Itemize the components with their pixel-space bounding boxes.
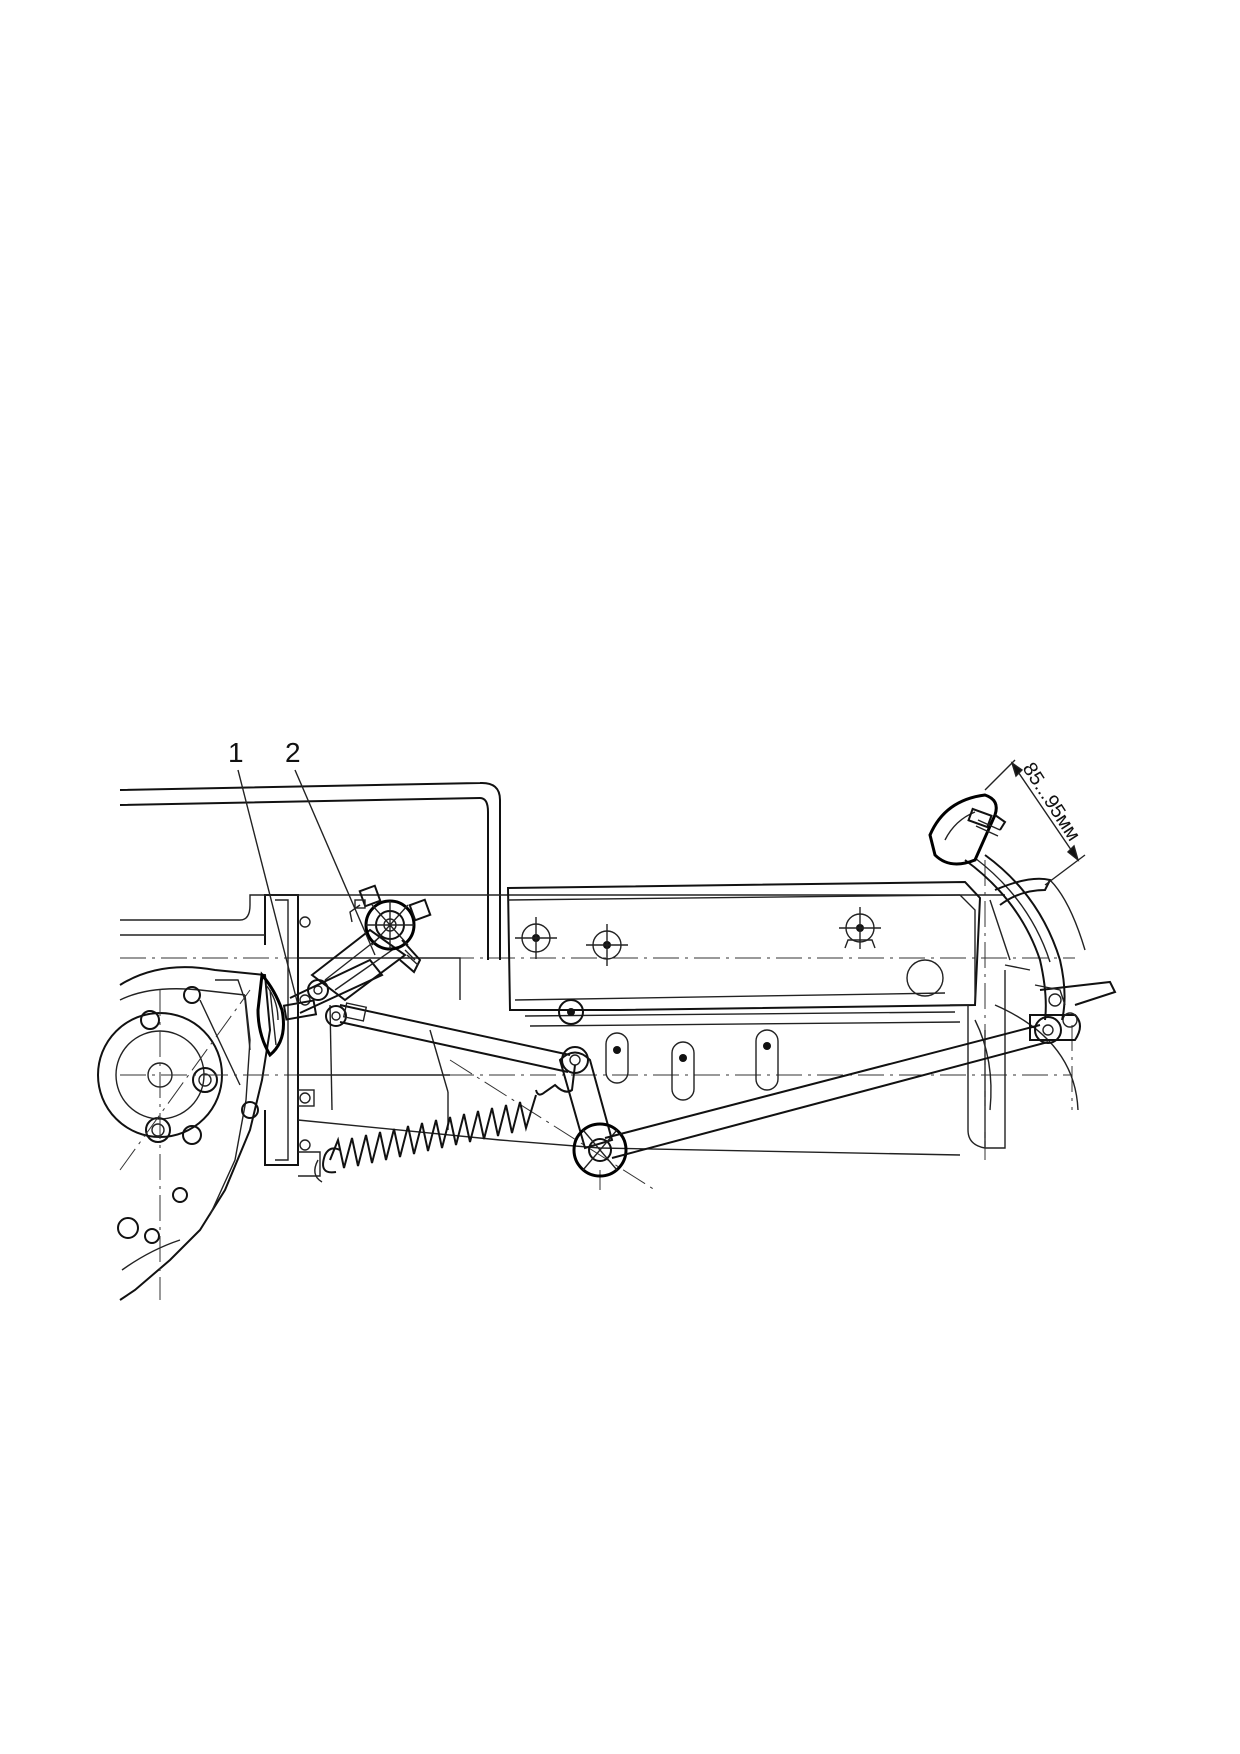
clutch-housing (264, 894, 321, 1177)
clutch-pedal (928, 793, 1066, 1021)
cab-frame (119, 781, 1117, 1160)
intermediate-lever (535, 1046, 628, 1178)
pushrod-upper (325, 1002, 571, 1073)
bracket-holes (515, 907, 944, 1025)
dimension-label: 85...95мм (1018, 759, 1085, 845)
pedal-pushrod (604, 1012, 1081, 1159)
clutch-booster (310, 884, 432, 1002)
callout-1: 1 (228, 737, 244, 768)
release-fork-assembly (256, 958, 384, 1058)
callout-leaders (237, 769, 376, 1006)
callout-2: 2 (285, 737, 301, 768)
pedal-stop (994, 877, 1086, 1007)
gearbox-housing (97, 966, 272, 1301)
bracket-slots (605, 1029, 779, 1101)
return-spring (314, 1094, 537, 1183)
